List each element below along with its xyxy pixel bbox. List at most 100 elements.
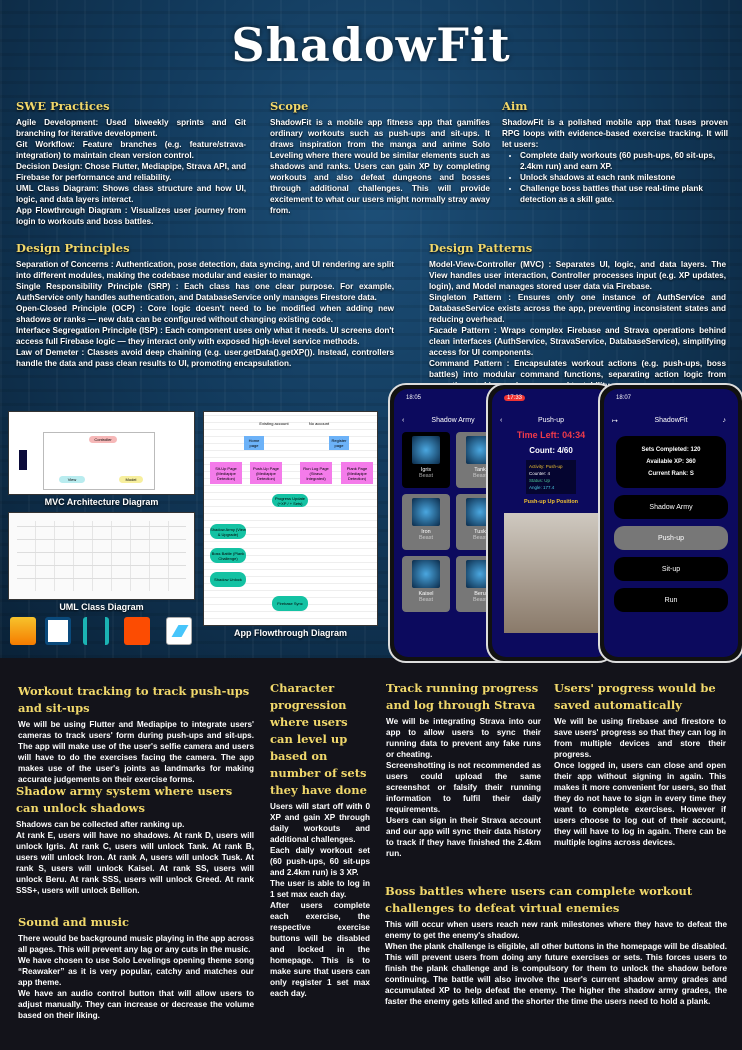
shadow-type: Beast	[418, 535, 434, 541]
flow-node: Firebase Sync	[272, 596, 308, 611]
shadow-name: Tank	[474, 467, 486, 473]
design-patterns-section: Design Patterns Model-View-Controller (M…	[429, 240, 726, 391]
text: We have chosen to use Solo Levelings ope…	[18, 956, 254, 987]
flow-node: Push-Up Page (Mediapipe Detection)	[250, 462, 282, 484]
dart-logo-icon	[45, 617, 71, 645]
text: There would be background music playing …	[18, 934, 254, 954]
text: The user is able to log in 1 set max eac…	[270, 879, 370, 899]
phone-pushup: 17:33 ‹Push-up Time Left: 04:34 Count: 4…	[486, 383, 616, 663]
character-progression-section: Character progression where users can le…	[270, 680, 370, 999]
flow-node: Progress Update (+XP / + Sets)	[272, 494, 308, 507]
text: Single Responsibility Principle (SRP) : …	[16, 282, 394, 302]
status: Status: Up	[529, 478, 551, 483]
shadow-name: Kaisel	[418, 591, 434, 597]
text: When the plank challenge is eligible, al…	[385, 942, 727, 1006]
flow-node: Shadow Army (View & Upgrade)	[210, 524, 246, 539]
flow-node: Shadow Unlock	[210, 572, 246, 587]
available-xp: Available XP: 360	[646, 459, 696, 465]
boss-battles-section: Boss battles where users can complete wo…	[385, 883, 727, 1007]
text: Once logged in, users can close and open…	[554, 761, 726, 847]
pushup-button[interactable]: Push-up	[614, 526, 728, 550]
section-heading: Aim	[502, 99, 528, 113]
workout-tracking-section: Workout tracking to track push-ups and s…	[18, 683, 254, 785]
section-heading: Shadow army system where users can unloc…	[16, 784, 233, 815]
music-note-icon[interactable]: ♪	[722, 417, 727, 424]
bullet: Challenge boss battles that use real-tim…	[520, 183, 728, 205]
mvc-node: View	[59, 476, 85, 483]
sets-completed: Sets Completed: 120	[641, 447, 701, 453]
shadow-name: Igris	[420, 467, 432, 473]
section-heading: Design Principles	[16, 241, 130, 255]
flutter-logo-icon	[166, 617, 192, 645]
uml-diagram-image	[8, 512, 195, 600]
mvc-diagram-caption: MVC Architecture Diagram	[44, 497, 159, 507]
run-button[interactable]: Run	[614, 588, 728, 612]
stats-card: Sets Completed: 120 Available XP: 360 Cu…	[616, 436, 726, 488]
text: Users will start off with 0 XP and gain …	[270, 802, 370, 844]
clock: 17:33	[504, 395, 526, 401]
flow-node: Register page	[329, 436, 349, 450]
section-heading: SWE Practices	[16, 99, 110, 113]
section-heading: Track running progress and log through S…	[386, 681, 539, 712]
uml-diagram-caption: UML Class Diagram	[59, 602, 144, 612]
text: We have an audio control button that wil…	[18, 989, 254, 1020]
screen-title: Shadow Army	[431, 417, 475, 424]
shadow-army-button[interactable]: Shadow Army	[614, 495, 728, 519]
camera-feed	[504, 513, 610, 633]
situp-button[interactable]: Sit-up	[614, 557, 728, 581]
activity: Activity: Push-up	[529, 464, 563, 469]
text: We will be integrating Strava into our a…	[386, 717, 541, 759]
shadow-type: Beast	[418, 473, 434, 479]
bullet: Complete daily workouts (60 push-ups, 60…	[520, 150, 728, 172]
back-arrow-icon[interactable]: ‹	[500, 417, 503, 424]
text: Decision Design: Chose Flutter, Mediapip…	[16, 162, 246, 182]
shadow-type: Beast	[472, 473, 488, 479]
mvc-diagram-image: Controller View Model	[8, 411, 195, 495]
text: App Flowthrough Diagram : Visualizes use…	[16, 206, 246, 226]
text: Screenshotting is not recommended as use…	[386, 761, 541, 814]
scope-section: Scope ShadowFit is a mobile app fitness …	[270, 98, 490, 216]
mvc-node: Model	[119, 476, 143, 483]
mediapipe-logo-icon	[83, 617, 109, 645]
screen-title: Push-up	[537, 417, 565, 424]
strava-section: Track running progress and log through S…	[386, 680, 541, 859]
pose-info-box: Activity: Push-up Counter: 4 Status: Up …	[526, 460, 576, 494]
mvc-node: Controller	[89, 436, 117, 443]
text: After users complete each exercise, the …	[270, 901, 370, 998]
section-heading: Users' progress would be saved automatic…	[554, 681, 716, 712]
clock: 18:05	[406, 395, 422, 401]
back-arrow-icon[interactable]: ‹	[402, 417, 405, 424]
text: ShadowFit is a mobile app fitness app th…	[270, 118, 490, 215]
text: Shadows can be collected after ranking u…	[16, 820, 185, 829]
text: Model-View-Controller (MVC) : Separates …	[429, 260, 726, 291]
shadow-name: Beru	[474, 591, 486, 597]
screen-title: ShadowFit	[654, 417, 688, 424]
section-heading: Design Patterns	[429, 241, 533, 255]
text: Facade Pattern : Wraps complex Firebase …	[429, 326, 726, 357]
angle: Angle: 177.4	[529, 485, 555, 490]
poster-bottom-background	[0, 658, 742, 1050]
text: Each daily workout set (60 push-ups, 60 …	[270, 846, 370, 877]
text: We will be using firebase and firestore …	[554, 717, 726, 759]
aim-section: Aim ShadowFit is a polished mobile app t…	[502, 98, 728, 205]
flow-node: Sit-Up Page (Mediapipe Detection)	[210, 462, 242, 484]
text: At rank E, users will have no shadows. A…	[16, 831, 254, 895]
text: Law of Demeter : Classes avoid deep chai…	[16, 348, 394, 368]
text: Interface Segregation Principle (ISP) : …	[16, 326, 394, 346]
bullet: Unlock shadows at each rank milestone	[520, 172, 728, 183]
logout-icon[interactable]: ↦	[612, 418, 618, 425]
text: Git Workflow: Feature branches (e.g. fea…	[16, 140, 246, 160]
flow-node: Run Log Page (Strava Integrated)	[300, 462, 332, 484]
shadow-type: Beast	[472, 535, 488, 541]
text: Separation of Concerns : Authentication,…	[16, 260, 394, 280]
text: Users can sign in their Strava account a…	[386, 816, 541, 858]
section-heading: Sound and music	[18, 915, 129, 929]
shadow-type: Beast	[418, 597, 434, 603]
text: We will be using Flutter and Mediapipe t…	[18, 720, 254, 784]
app-flowthrough-diagram-image: Existing account No account Home page Re…	[203, 411, 378, 626]
app-flowthrough-caption: App Flowthrough Diagram	[234, 628, 347, 638]
position-label: Push-up Up Position	[523, 499, 579, 505]
